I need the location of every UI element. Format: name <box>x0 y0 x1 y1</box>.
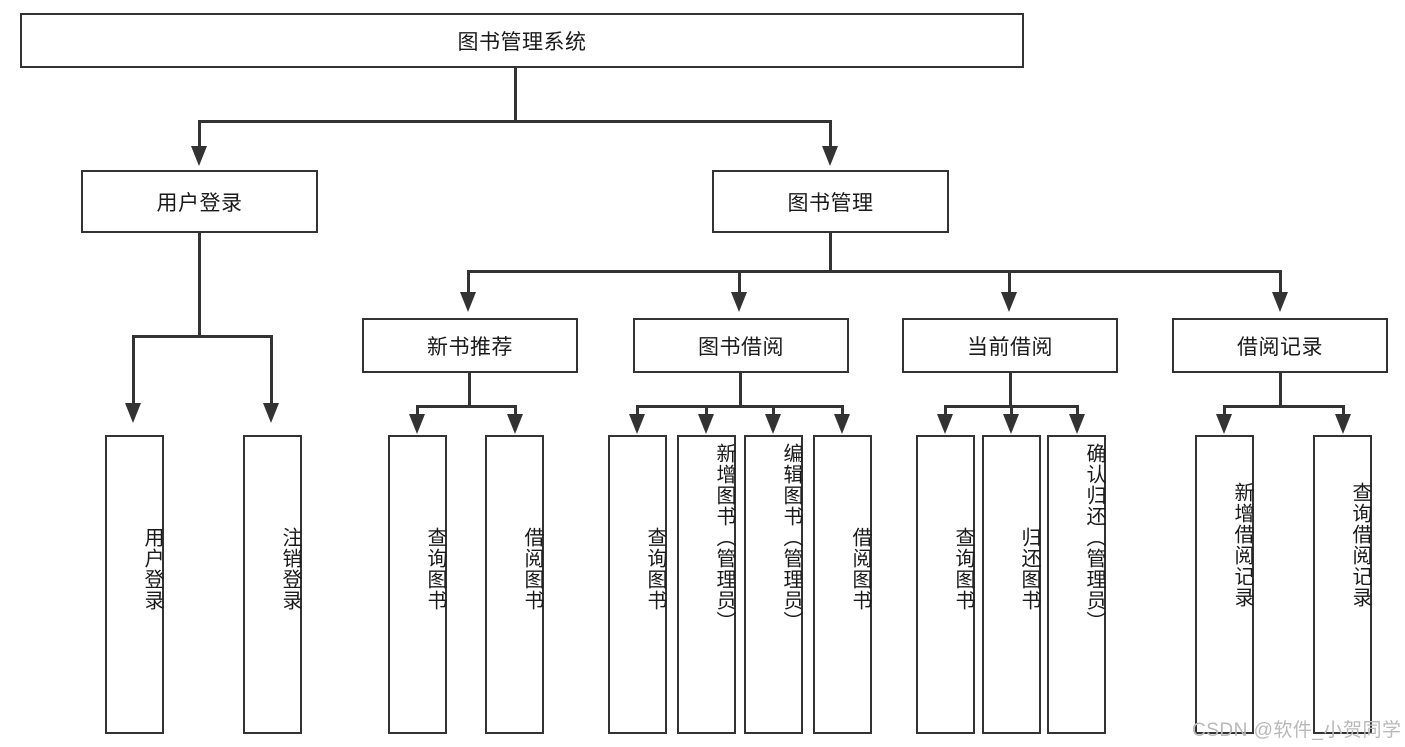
leaf-logout[interactable]: 注销登录 <box>243 435 302 734</box>
connector-book-management-stem <box>829 233 832 272</box>
node-label: 图书管理系统 <box>457 30 587 54</box>
node-label: 用户登录 <box>156 191 243 215</box>
connector-recommend-drop-1 <box>416 405 419 417</box>
leaf-add-borrow-record[interactable]: 新增借阅记录 <box>1195 435 1254 734</box>
node-book-borrow[interactable]: 图书借阅 <box>633 318 849 373</box>
node-label: 用户登录 <box>141 527 163 611</box>
arrow-to-book-management <box>822 146 838 166</box>
arrow-to-leaf-add-book <box>698 414 714 434</box>
node-label: 借阅图书 <box>521 527 543 611</box>
connector-record-stem <box>1279 373 1282 407</box>
node-label: 图书借阅 <box>698 335 784 359</box>
connector-current-stem <box>1009 373 1012 407</box>
node-label: 新增图书（管理员） <box>713 443 735 632</box>
connector-user-login-stem <box>198 233 201 337</box>
node-label: 查询图书 <box>952 527 974 611</box>
connector-recommend-drop-2 <box>514 405 517 417</box>
arrow-to-leaf-user-login <box>125 403 141 423</box>
arrow-to-leaf-query-book-3 <box>937 414 953 434</box>
arrow-to-leaf-borrow-book-1 <box>507 414 523 434</box>
leaf-user-login[interactable]: 用户登录 <box>105 435 164 734</box>
node-label: 当前借阅 <box>967 335 1053 359</box>
connector-borrow-stem <box>739 373 742 407</box>
connector-user-login-drop-2 <box>270 335 273 405</box>
arrow-to-leaf-logout <box>263 403 279 423</box>
connector-level3-bus <box>468 270 1280 273</box>
connector-level3-drop-2 <box>738 270 741 294</box>
watermark: CSDN @软件_小贺同学 <box>1192 720 1402 741</box>
connector-borrow-drop-3 <box>772 405 775 417</box>
connector-borrow-drop-2 <box>705 405 708 417</box>
connector-user-login-drop-1 <box>132 335 135 405</box>
node-label: 图书管理 <box>787 191 874 215</box>
arrow-to-leaf-borrow-book-2 <box>834 414 850 434</box>
connector-current-drop-2 <box>1010 405 1013 417</box>
leaf-query-borrow-record[interactable]: 查询借阅记录 <box>1313 435 1372 734</box>
arrow-to-new-book-recommend <box>460 292 476 312</box>
node-label: 查询借阅记录 <box>1349 482 1371 608</box>
leaf-add-book-admin[interactable]: 新增图书（管理员） <box>677 435 736 734</box>
arrow-to-leaf-query-book-2 <box>629 414 645 434</box>
node-label: 查询图书 <box>424 527 446 611</box>
leaf-confirm-return-admin[interactable]: 确认归还（管理员） <box>1047 435 1106 734</box>
arrow-to-leaf-query-book-1 <box>409 414 425 434</box>
arrow-to-leaf-add-record <box>1216 414 1232 434</box>
node-label: 编辑图书（管理员） <box>780 443 802 632</box>
arrow-to-current-borrow <box>1001 292 1017 312</box>
connector-recommend-stem <box>468 373 471 407</box>
leaf-borrow-book-recommend[interactable]: 借阅图书 <box>485 435 544 734</box>
node-label: 借阅记录 <box>1237 335 1323 359</box>
leaf-query-book-recommend[interactable]: 查询图书 <box>388 435 447 734</box>
connector-level3-drop-1 <box>467 270 470 294</box>
connector-current-drop-1 <box>944 405 947 417</box>
leaf-query-book-borrow[interactable]: 查询图书 <box>608 435 667 734</box>
connector-current-drop-3 <box>1076 405 1079 417</box>
connector-record-bus <box>1224 405 1343 408</box>
connector-borrow-bus <box>637 405 842 408</box>
node-borrow-record[interactable]: 借阅记录 <box>1172 318 1388 373</box>
arrow-to-leaf-return-book <box>1003 414 1019 434</box>
arrow-to-user-login <box>191 146 207 166</box>
node-current-borrow[interactable]: 当前借阅 <box>902 318 1118 373</box>
node-label: 归还图书 <box>1018 527 1040 611</box>
node-label: 新书推荐 <box>427 335 513 359</box>
node-new-book-recommend[interactable]: 新书推荐 <box>362 318 578 373</box>
node-label: 注销登录 <box>279 527 301 611</box>
connector-level3-drop-4 <box>1279 270 1282 294</box>
connector-level2-drop-1 <box>198 120 201 148</box>
connector-borrow-drop-4 <box>841 405 844 417</box>
connector-level2-drop-2 <box>829 120 832 148</box>
connector-root-stem <box>514 68 517 122</box>
arrow-to-book-borrow <box>731 292 747 312</box>
node-root-system[interactable]: 图书管理系统 <box>20 13 1024 68</box>
connector-borrow-drop-1 <box>636 405 639 417</box>
node-book-management[interactable]: 图书管理 <box>712 170 949 233</box>
connector-recommend-bus <box>417 405 517 408</box>
arrow-to-borrow-record <box>1272 292 1288 312</box>
arrow-to-leaf-query-record <box>1335 414 1351 434</box>
connector-level2-bus <box>199 120 832 123</box>
arrow-to-leaf-confirm-return <box>1069 414 1085 434</box>
leaf-return-book[interactable]: 归还图书 <box>982 435 1041 734</box>
node-label: 借阅图书 <box>849 527 871 611</box>
node-user-login[interactable]: 用户登录 <box>81 170 318 233</box>
connector-user-login-bus <box>133 335 270 338</box>
leaf-query-book-current[interactable]: 查询图书 <box>916 435 975 734</box>
node-label: 确认归还（管理员） <box>1083 443 1105 632</box>
arrow-to-leaf-edit-book <box>765 414 781 434</box>
node-label: 查询图书 <box>644 527 666 611</box>
connector-record-drop-1 <box>1223 405 1226 417</box>
connector-record-drop-2 <box>1342 405 1345 417</box>
node-label: 新增借阅记录 <box>1231 482 1253 608</box>
leaf-borrow-book[interactable]: 借阅图书 <box>813 435 872 734</box>
leaf-edit-book-admin[interactable]: 编辑图书（管理员） <box>744 435 803 734</box>
connector-level3-drop-3 <box>1008 270 1011 294</box>
